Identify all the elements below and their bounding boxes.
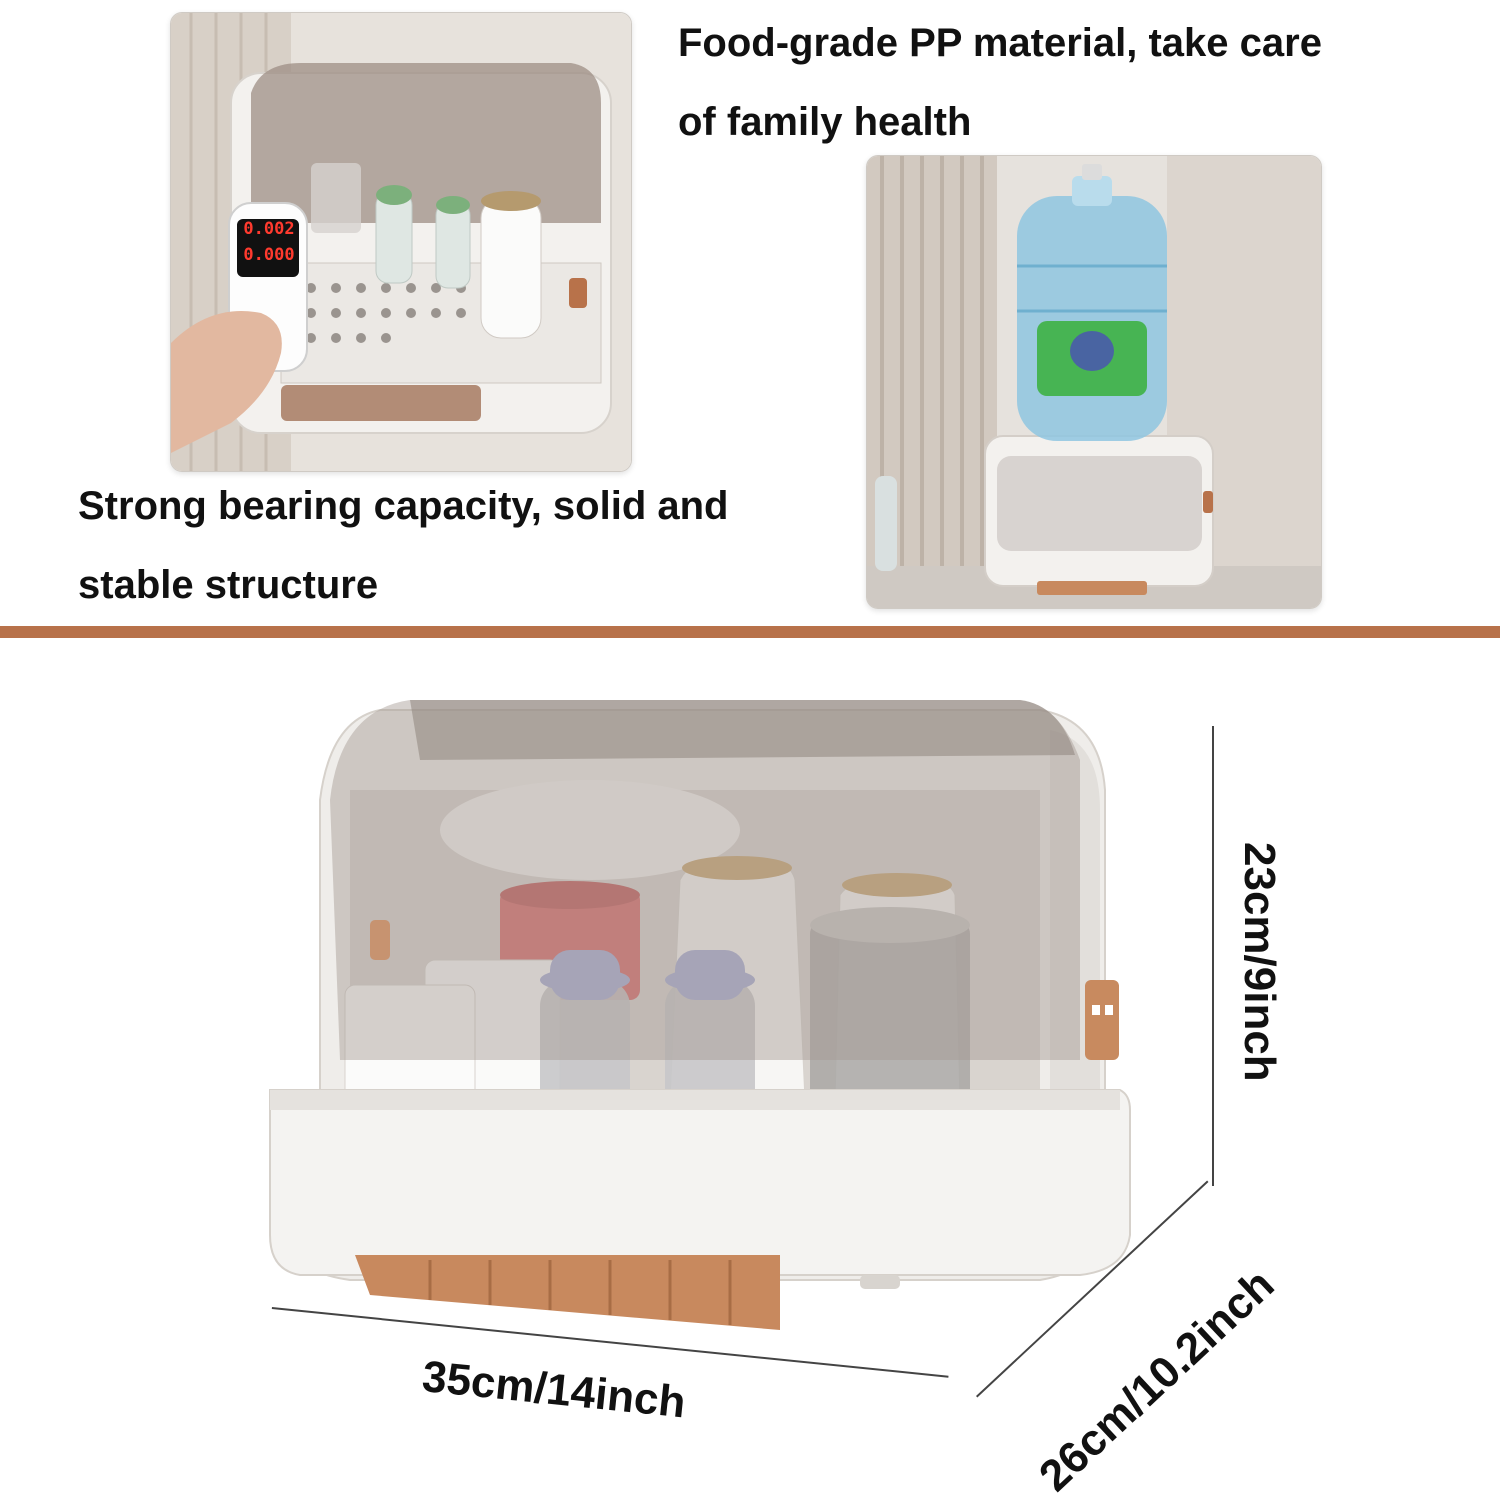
meter-reading-tvoc: 0.000 (243, 245, 295, 265)
section-divider (0, 626, 1500, 638)
height-dimension-label: 23cm/9inch (1235, 842, 1284, 1082)
product-illustration (260, 680, 1140, 1340)
meter-photo: 0.002 0.000 (170, 12, 632, 472)
feature-caption-1-line-1: Food-grade PP material, take care (678, 21, 1322, 65)
feature-caption-2-line-1: Strong bearing capacity, solid and (78, 484, 729, 528)
feature-caption-1-line-2: of family health (678, 100, 972, 144)
load-photo (866, 155, 1322, 609)
feature-caption-2-line-2: stable structure (78, 563, 379, 607)
meter-reading-hcho: 0.002 (243, 219, 295, 239)
width-dimension-label: 35cm/14inch (420, 1352, 688, 1428)
height-dimension-line (1212, 726, 1214, 1186)
